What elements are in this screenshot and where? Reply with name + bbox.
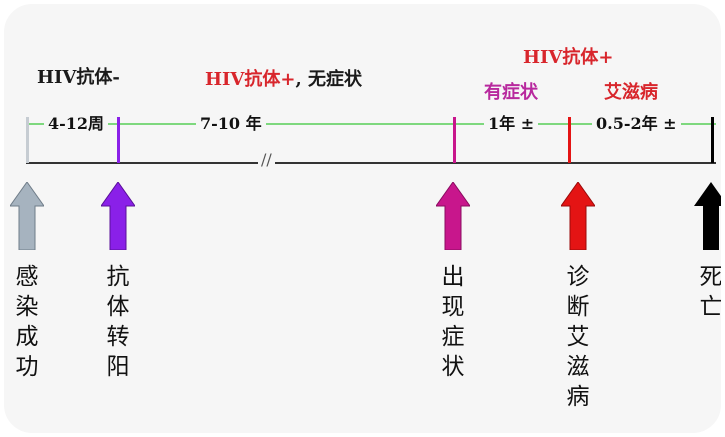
timeline-line	[26, 123, 716, 125]
event-label-antibody-positive: 抗体转阳	[106, 264, 130, 380]
label-hiv-negative: HIV抗体-	[37, 67, 120, 88]
arrow-up-icon-death	[694, 182, 721, 250]
label-symptomatic: 有症状	[484, 82, 538, 103]
marker-symptoms	[453, 117, 456, 163]
duration-4-12-weeks: 4-12周	[44, 116, 109, 132]
event-label-aids-diagnosis: 诊断艾滋病	[566, 264, 590, 410]
marker-death	[711, 117, 714, 163]
duration-1-year: 1年 ±	[484, 116, 539, 132]
label-asymptomatic-part: , 无症状	[295, 69, 363, 90]
arrow-up-icon-aids	[561, 182, 595, 250]
diagram-panel: HIV抗体- HIV抗体+, 无症状 HIV抗体+ 有症状 艾滋病 4-12周 …	[4, 4, 721, 433]
label-hiv-positive-part: HIV抗体+	[205, 69, 296, 90]
arrow-up-icon-symptoms	[436, 182, 470, 250]
event-label-symptoms: 出现症状	[441, 264, 465, 380]
arrow-up-icon-infection	[10, 182, 44, 250]
label-hiv-positive-asymptomatic: HIV抗体+, 无症状	[205, 71, 362, 89]
event-label-infection: 感染成功	[15, 264, 39, 380]
duration-7-10-years: 7-10 年	[196, 116, 266, 132]
label-aids: 艾滋病	[604, 82, 658, 103]
timeline-break-mark: //	[258, 152, 275, 168]
duration-half-2-years: 0.5-2年 ±	[592, 116, 681, 132]
event-label-death: 死亡	[699, 264, 722, 320]
timeline-baseline	[26, 162, 716, 164]
marker-infection	[26, 117, 29, 163]
arrow-up-icon-antibody	[101, 182, 135, 250]
label-hiv-positive-top: HIV抗体+	[523, 47, 614, 68]
marker-aids-diagnosis	[568, 117, 571, 163]
marker-antibody-positive	[117, 117, 120, 163]
